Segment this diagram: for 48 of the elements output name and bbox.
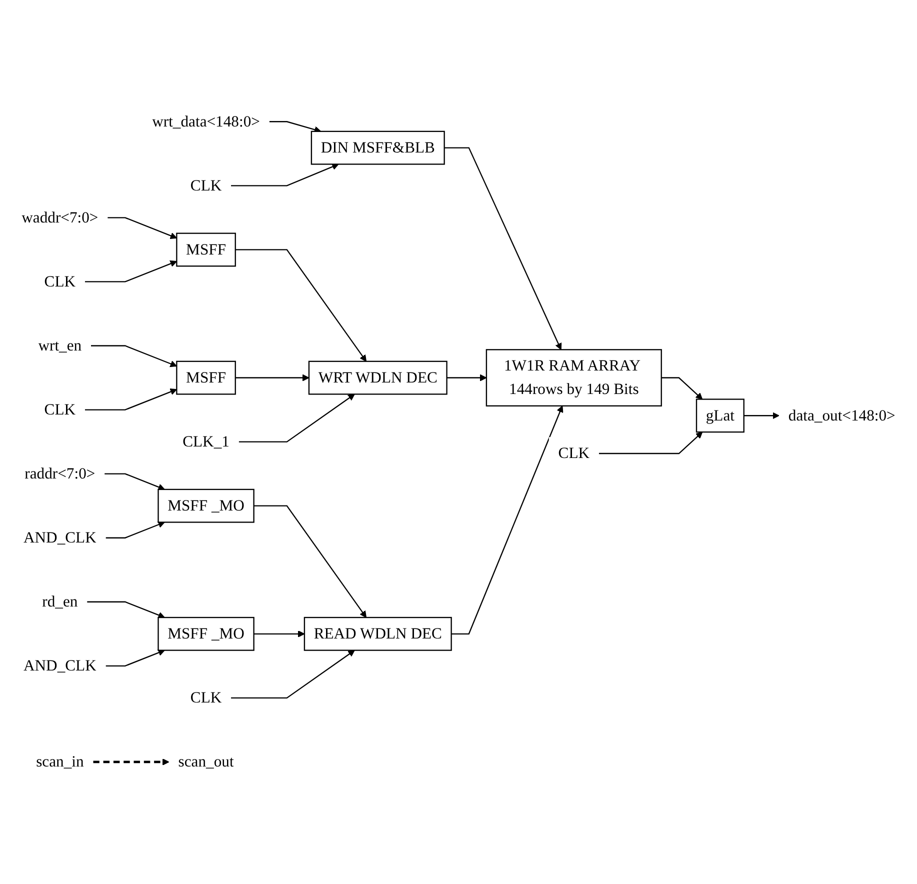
node-box: WRT WDLN DEC <box>308 360 448 395</box>
node-text: CLK_1 <box>182 433 230 451</box>
node-box: MSFF _MO <box>158 489 254 523</box>
node-box: MSFF <box>176 360 236 395</box>
node-box: MSFF _MO <box>158 617 254 652</box>
node-text: scan_out <box>178 754 234 771</box>
node-text: raddr<7:0> <box>24 465 96 483</box>
arrow <box>444 147 562 350</box>
arrow <box>84 260 178 282</box>
arrow <box>106 522 165 539</box>
node-box: READ WDLN DEC <box>304 617 452 652</box>
arrow <box>93 758 170 766</box>
node-text: scan_in <box>36 754 84 771</box>
node-box: DIN MSFF&BLB <box>310 131 445 165</box>
arrow <box>254 505 367 618</box>
arrow <box>235 374 310 382</box>
node-text: waddr<7:0> <box>22 209 98 226</box>
arrow <box>254 630 305 638</box>
arrow <box>91 345 178 368</box>
node-text: CLK <box>44 273 76 290</box>
node-box: 1W1R RAM ARRAY 144rows by 149 Bits <box>486 349 662 407</box>
node-text: data_out<148:0> <box>788 407 896 424</box>
arrow <box>231 650 355 699</box>
arrow <box>446 374 487 382</box>
arrow <box>598 432 703 454</box>
arrow <box>84 388 178 411</box>
arrow <box>744 412 780 420</box>
node-box: gLat <box>696 398 744 433</box>
arrow <box>451 406 564 635</box>
arrow <box>108 217 178 240</box>
node-text: AND_CLK <box>23 529 96 547</box>
node-text: rd_en <box>42 593 78 611</box>
node-box: MSFF <box>176 232 236 267</box>
node-text: CLK <box>190 177 222 194</box>
arrow <box>87 601 165 619</box>
arrow <box>106 650 165 667</box>
arrow <box>231 164 339 186</box>
node-text: wrt_en <box>38 337 82 355</box>
node-text: AND_CLK <box>23 658 96 675</box>
arrow <box>661 377 703 400</box>
arrow <box>269 121 322 134</box>
node-text: CLK <box>44 401 76 419</box>
node-text: CLK <box>190 690 222 707</box>
arrow <box>104 473 165 491</box>
arrow <box>235 249 367 362</box>
node-text: wrt_data<148:0> <box>152 113 260 130</box>
arrow <box>238 394 355 443</box>
node-text: CLK <box>558 445 590 462</box>
